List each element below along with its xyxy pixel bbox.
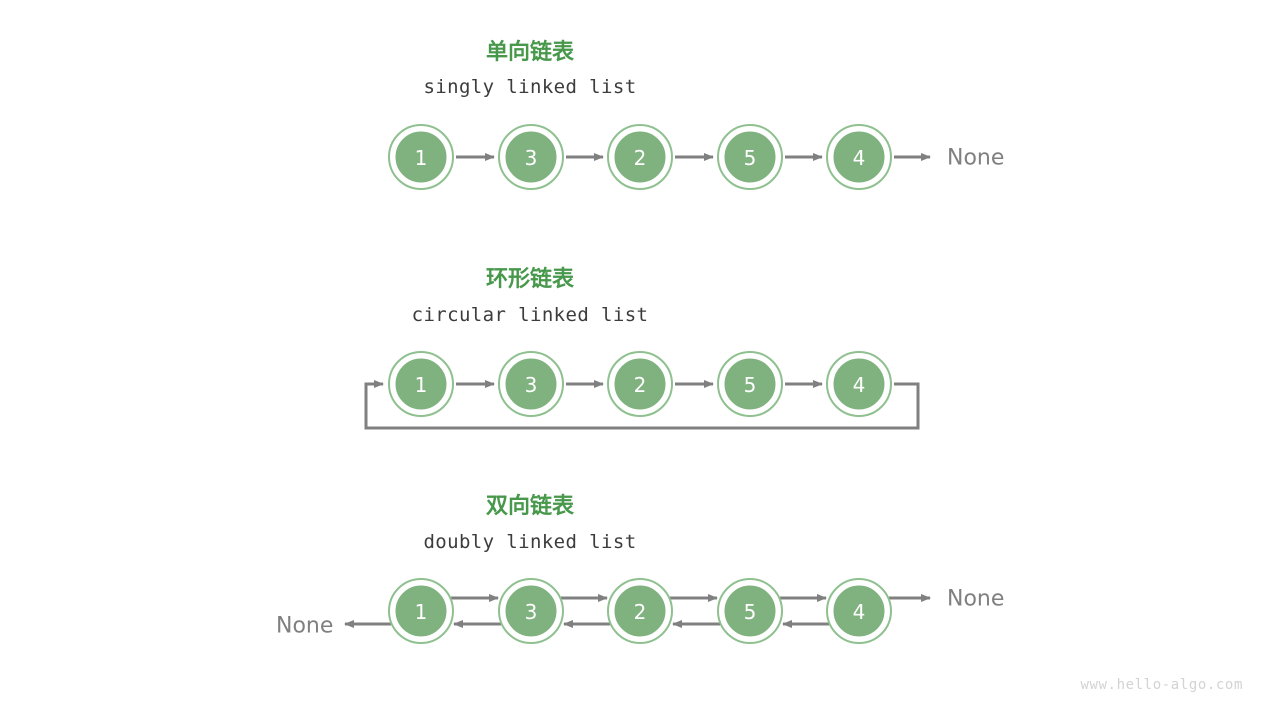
section-title-en-singly: singly linked list — [423, 76, 636, 98]
node-outer-ring — [717, 578, 783, 644]
node[interactable]: 4 — [826, 124, 892, 190]
none-terminator-label: None — [947, 146, 1004, 171]
node-value-label: 5 — [744, 600, 757, 624]
node-value-label: 2 — [634, 600, 647, 624]
node-outer-ring — [607, 124, 673, 190]
watermark-label: www.hello-algo.com — [1080, 677, 1243, 693]
node-outer-ring — [388, 124, 454, 190]
node-value-label: 5 — [744, 146, 757, 170]
node[interactable]: 1 — [388, 124, 454, 190]
node-value-label: 3 — [525, 600, 538, 624]
connectors-circular — [364, 380, 920, 430]
node[interactable]: 4 — [826, 578, 892, 644]
node-outer-ring — [717, 351, 783, 417]
section-title-cn-singly: 单向链表 — [486, 39, 575, 65]
none-terminator-label: None — [947, 587, 1004, 612]
node[interactable]: 4 — [826, 351, 892, 417]
node-body — [611, 128, 669, 186]
node-outer-ring — [826, 351, 892, 417]
node-value-label: 4 — [853, 373, 866, 397]
section-title-cn-circular: 环形链表 — [486, 266, 575, 292]
circular-loop-back-arrow — [364, 380, 920, 430]
node[interactable]: 3 — [498, 124, 564, 190]
node-outer-ring — [717, 124, 783, 190]
node[interactable]: 2 — [607, 578, 673, 644]
node-body — [721, 128, 779, 186]
node-value-label: 1 — [415, 373, 428, 397]
node-body — [392, 582, 450, 640]
node[interactable]: 2 — [607, 351, 673, 417]
node-body — [830, 355, 888, 413]
node[interactable]: 1 — [388, 351, 454, 417]
node-value-label: 3 — [525, 146, 538, 170]
node-body — [392, 355, 450, 413]
node[interactable]: 5 — [717, 351, 783, 417]
node-body — [502, 582, 560, 640]
node-value-label: 5 — [744, 373, 757, 397]
node[interactable]: 3 — [498, 578, 564, 644]
node[interactable]: 3 — [498, 351, 564, 417]
node-outer-ring — [607, 351, 673, 417]
node-body — [721, 582, 779, 640]
node[interactable]: 2 — [607, 124, 673, 190]
section-title-en-circular: circular linked list — [412, 304, 649, 326]
node[interactable]: 1 — [388, 578, 454, 644]
node-body — [502, 128, 560, 186]
node-outer-ring — [498, 578, 564, 644]
section-title-en-doubly: doubly linked list — [423, 531, 636, 553]
none-terminator-label: None — [276, 614, 333, 639]
node-value-label: 2 — [634, 373, 647, 397]
section-singly: 单向链表 singly linked list 1 3 2 5 4 None — [388, 39, 1004, 190]
connectors-doubly — [344, 594, 931, 628]
node-outer-ring — [826, 124, 892, 190]
node-body — [830, 128, 888, 186]
section-title-cn-doubly: 双向链表 — [486, 493, 575, 519]
node-body — [502, 355, 560, 413]
node-outer-ring — [607, 578, 673, 644]
node-value-label: 1 — [415, 600, 428, 624]
node-value-label: 1 — [415, 146, 428, 170]
node-value-label: 3 — [525, 373, 538, 397]
node-outer-ring — [388, 578, 454, 644]
node[interactable]: 5 — [717, 578, 783, 644]
node-outer-ring — [498, 351, 564, 417]
section-circular: 环形链表 circular linked list 1 3 2 5 4 — [364, 266, 920, 430]
node-body — [611, 582, 669, 640]
node-body — [721, 355, 779, 413]
node-body — [392, 128, 450, 186]
node-outer-ring — [826, 578, 892, 644]
node-value-label: 4 — [853, 146, 866, 170]
node-value-label: 4 — [853, 600, 866, 624]
node-outer-ring — [498, 124, 564, 190]
node-body — [830, 582, 888, 640]
node[interactable]: 5 — [717, 124, 783, 190]
node-outer-ring — [388, 351, 454, 417]
node-value-label: 2 — [634, 146, 647, 170]
node-body — [611, 355, 669, 413]
